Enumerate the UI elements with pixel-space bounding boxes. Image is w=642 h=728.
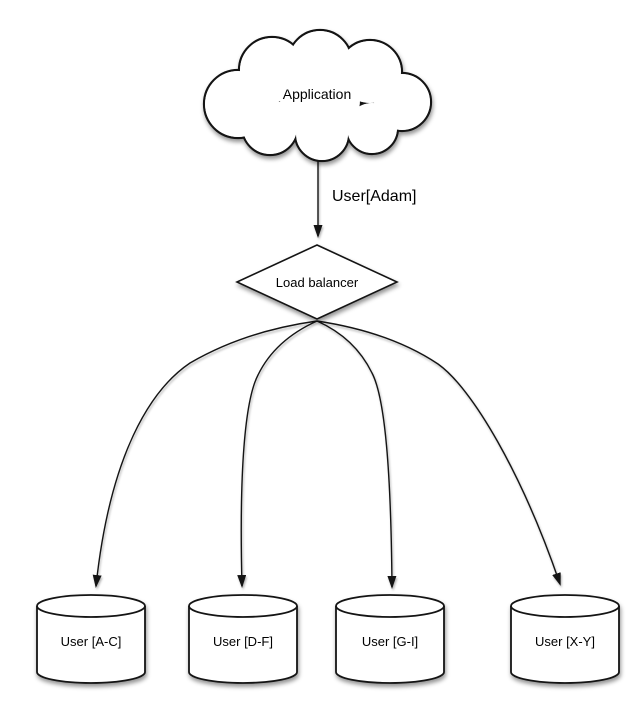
lb-to-shard-3-arrow xyxy=(316,320,397,589)
shard-3-label: User [G-I] xyxy=(362,634,418,649)
cylinder-top-ellipse xyxy=(335,594,445,618)
cloud-shape xyxy=(202,28,433,163)
cylinder-body xyxy=(335,606,445,684)
shard-2-label: User [D-F] xyxy=(213,634,273,649)
shard-node-3 xyxy=(335,594,445,684)
load-balancer-node xyxy=(235,244,399,320)
cylinder-body xyxy=(188,606,298,684)
cylinder-top-ellipse xyxy=(188,594,298,618)
cylinder-top-ellipse xyxy=(510,594,620,618)
application-cloud-node xyxy=(202,28,433,163)
cylinder-top-ellipse xyxy=(36,594,146,618)
application-label: Application xyxy=(283,86,352,102)
diagram-edges xyxy=(92,157,561,589)
lb-to-shard-2-arrow xyxy=(237,320,318,588)
shard-4-label: User [X-Y] xyxy=(535,634,595,649)
diamond-shape xyxy=(235,244,399,320)
shard-node-4 xyxy=(510,594,620,684)
cylinder-body xyxy=(510,606,620,684)
shard-node-1 xyxy=(36,594,146,684)
shard-1-label: User [A-C] xyxy=(61,634,122,649)
lb-to-shard-1-arrow xyxy=(92,320,318,588)
lb-to-shard-4-arrow xyxy=(316,320,561,586)
load-balancer-label: Load balancer xyxy=(276,275,359,290)
cylinder-body xyxy=(36,606,146,684)
shard-node-2 xyxy=(188,594,298,684)
request-edge-label: User[Adam] xyxy=(332,188,416,205)
